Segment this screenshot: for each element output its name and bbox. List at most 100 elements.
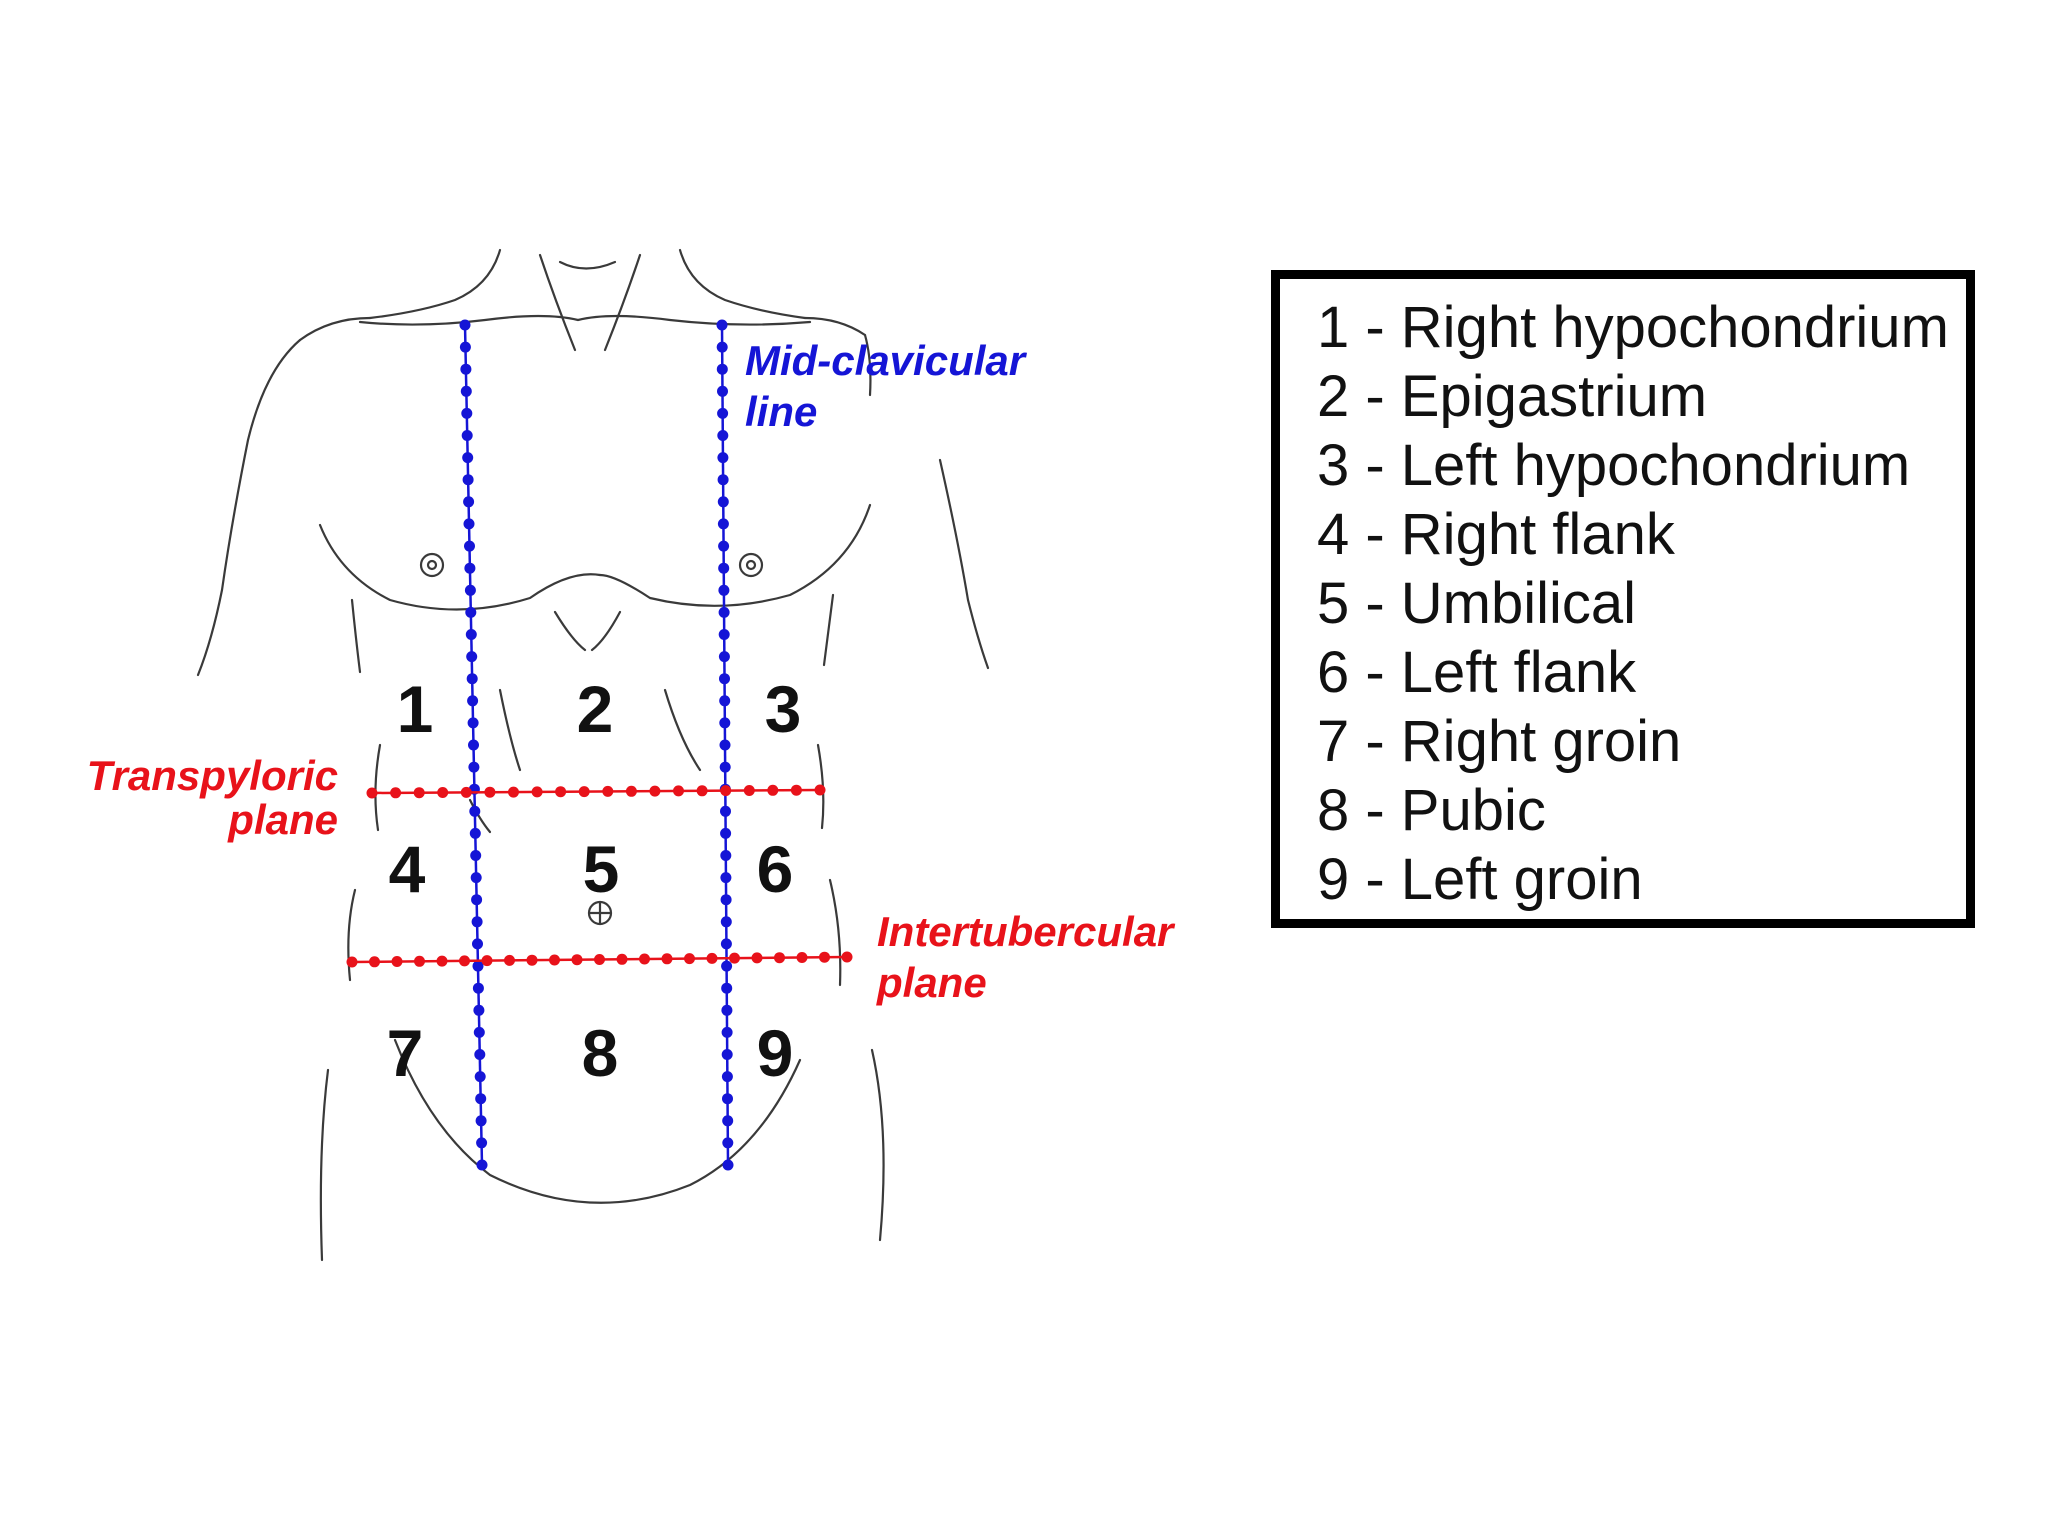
transpyloric-plane-line-dot bbox=[673, 785, 684, 797]
left-midclavicular-line-dot bbox=[722, 1093, 733, 1105]
left-midclavicular-line-dot bbox=[721, 960, 733, 972]
intertubercular-plane-line-dot bbox=[751, 952, 763, 964]
right-midclavicular-line-dot bbox=[463, 496, 475, 508]
right-midclavicular-line-dot bbox=[465, 629, 477, 640]
region-number-3: 3 bbox=[765, 672, 802, 746]
intertubercular-plane-line-dot bbox=[819, 951, 830, 963]
intertubercular-plane-line-dot bbox=[841, 951, 853, 963]
left-midclavicular-line-dot bbox=[716, 319, 728, 331]
right-midclavicular-line bbox=[459, 319, 488, 1171]
transpyloric-plane-line-dot bbox=[625, 785, 637, 797]
right-midclavicular-line-dot bbox=[460, 385, 472, 397]
legend-item-6: 6 - Left flank bbox=[1317, 640, 1637, 705]
left-midclavicular-line-dot bbox=[720, 850, 732, 861]
right-midclavicular-line-dot bbox=[469, 827, 481, 839]
left-midclavicular-line-dot bbox=[717, 452, 729, 464]
left-midclavicular-line-dot bbox=[720, 872, 732, 884]
transpyloric-plane-line-dot bbox=[413, 787, 425, 799]
right-midclavicular-line-dot bbox=[465, 606, 477, 618]
right-midclavicular-line-dot bbox=[471, 894, 483, 906]
transpyloric-plane-line-dot bbox=[649, 785, 661, 797]
region-number-4: 4 bbox=[389, 832, 426, 906]
region-numbers: 1 2 3 4 5 6 7 8 9 bbox=[387, 672, 802, 1090]
left-midclavicular-line-dot bbox=[716, 363, 728, 375]
legend-box: 1 - Right hypochondrium 2 - Epigastrium … bbox=[1271, 270, 1975, 928]
intertubercular-plane-line-dot bbox=[796, 952, 808, 963]
region-number-1: 1 bbox=[397, 672, 434, 746]
left-midclavicular-line-dot bbox=[717, 430, 729, 441]
left-midclavicular-line-dot bbox=[722, 1137, 734, 1149]
right-midclavicular-line-dot bbox=[464, 540, 475, 552]
right-midclavicular-line-dot bbox=[462, 474, 474, 486]
transpyloric-plane-line-dot bbox=[696, 785, 708, 797]
intertubercular-plane-line-dot bbox=[684, 953, 695, 965]
transpyloric-plane-line-dot bbox=[390, 787, 402, 799]
left-midclavicular-line-dot bbox=[719, 673, 730, 685]
left-midclavicular-line-dot bbox=[718, 584, 730, 596]
right-midclavicular-line-dot bbox=[474, 1071, 486, 1083]
intertubercular-plane-line-dot bbox=[774, 952, 785, 964]
region-number-9: 9 bbox=[757, 1016, 794, 1090]
region-number-5: 5 bbox=[583, 832, 620, 906]
transpyloric-plane-line-dot bbox=[767, 784, 779, 796]
transpyloric-plane-line-dot bbox=[602, 785, 614, 797]
transpyloric-plane-line-dot bbox=[460, 786, 472, 798]
left-midclavicular-line-dot bbox=[722, 1159, 734, 1171]
right-midclavicular-line-dot bbox=[463, 518, 475, 530]
right-midclavicular-line-dot bbox=[476, 1159, 488, 1171]
left-midclavicular-line-dot bbox=[717, 496, 729, 508]
right-midclavicular-line-dot bbox=[464, 562, 476, 574]
left-midclavicular-line-dot bbox=[722, 1115, 734, 1127]
right-midclavicular-line-dot bbox=[462, 452, 474, 464]
left-midclavicular-line-dot bbox=[719, 717, 731, 729]
legend-item-4: 4 - Right flank bbox=[1317, 502, 1675, 567]
left-midclavicular-line-dot bbox=[720, 938, 732, 950]
intertubercular-plane-line-dot bbox=[639, 953, 650, 965]
intertubercular-plane-line-dot bbox=[526, 954, 538, 966]
midclavicular-label-line2: line bbox=[745, 388, 817, 435]
legend-item-5: 5 - Umbilical bbox=[1317, 571, 1637, 636]
right-midclavicular-line-dot bbox=[476, 1137, 488, 1149]
region-number-7: 7 bbox=[387, 1016, 424, 1090]
transpyloric-label-line1: Transpyloric bbox=[87, 752, 338, 799]
intertubercular-plane-line-dot bbox=[571, 954, 583, 966]
intertubercular-plane-line-dot bbox=[369, 956, 380, 968]
left-midclavicular-line-dot bbox=[720, 916, 732, 928]
intertubercular-plane-line-dot bbox=[616, 953, 628, 965]
right-midclavicular-line-dot bbox=[459, 319, 471, 331]
right-midclavicular-line-dot bbox=[472, 982, 484, 994]
transpyloric-plane-line-dot bbox=[508, 786, 519, 798]
legend-item-1: 1 - Right hypochondrium bbox=[1317, 295, 1949, 360]
right-midclavicular-line-dot bbox=[466, 651, 478, 663]
left-midclavicular-line-dot bbox=[721, 1004, 733, 1016]
intertubercular-plane-line-dot bbox=[391, 956, 403, 967]
intertubercular-label-line1: Intertubercular bbox=[877, 908, 1176, 955]
left-midclavicular-line-dot bbox=[721, 982, 733, 994]
legend-item-7: 7 - Right groin bbox=[1317, 709, 1682, 774]
transpyloric-plane-line-dot bbox=[531, 786, 543, 798]
right-midclavicular-line-dot bbox=[460, 363, 472, 375]
left-midclavicular-line-dot bbox=[717, 385, 728, 397]
left-midclavicular-line-dot bbox=[716, 341, 728, 353]
right-midclavicular-line-dot bbox=[467, 717, 479, 729]
transpyloric-plane-line-dot bbox=[743, 785, 755, 796]
intertubercular-plane-line-dot bbox=[661, 953, 673, 965]
midclavicular-label-line1: Mid-clavicular bbox=[745, 337, 1028, 384]
transpyloric-plane-line-dot bbox=[790, 784, 802, 796]
left-midclavicular-line-dot bbox=[721, 1049, 733, 1060]
intertubercular-plane-line-dot bbox=[594, 954, 605, 965]
legend-item-9: 9 - Left groin bbox=[1317, 847, 1643, 912]
left-midclavicular-line-dot bbox=[717, 407, 729, 419]
region-number-8: 8 bbox=[582, 1016, 619, 1090]
left-midclavicular-line-dot bbox=[717, 474, 729, 486]
left-midclavicular-line-dot bbox=[718, 606, 730, 618]
right-midclavicular-line-dot bbox=[473, 1026, 485, 1038]
region-number-6: 6 bbox=[757, 832, 794, 906]
right-midclavicular-line-dot bbox=[470, 872, 482, 884]
intertubercular-plane-line bbox=[346, 951, 853, 968]
torso-outline bbox=[196, 248, 990, 1262]
intertubercular-plane-line-dot bbox=[504, 954, 515, 966]
left-midclavicular-line-dot bbox=[719, 739, 731, 751]
left-midclavicular-line-dot bbox=[720, 827, 732, 839]
